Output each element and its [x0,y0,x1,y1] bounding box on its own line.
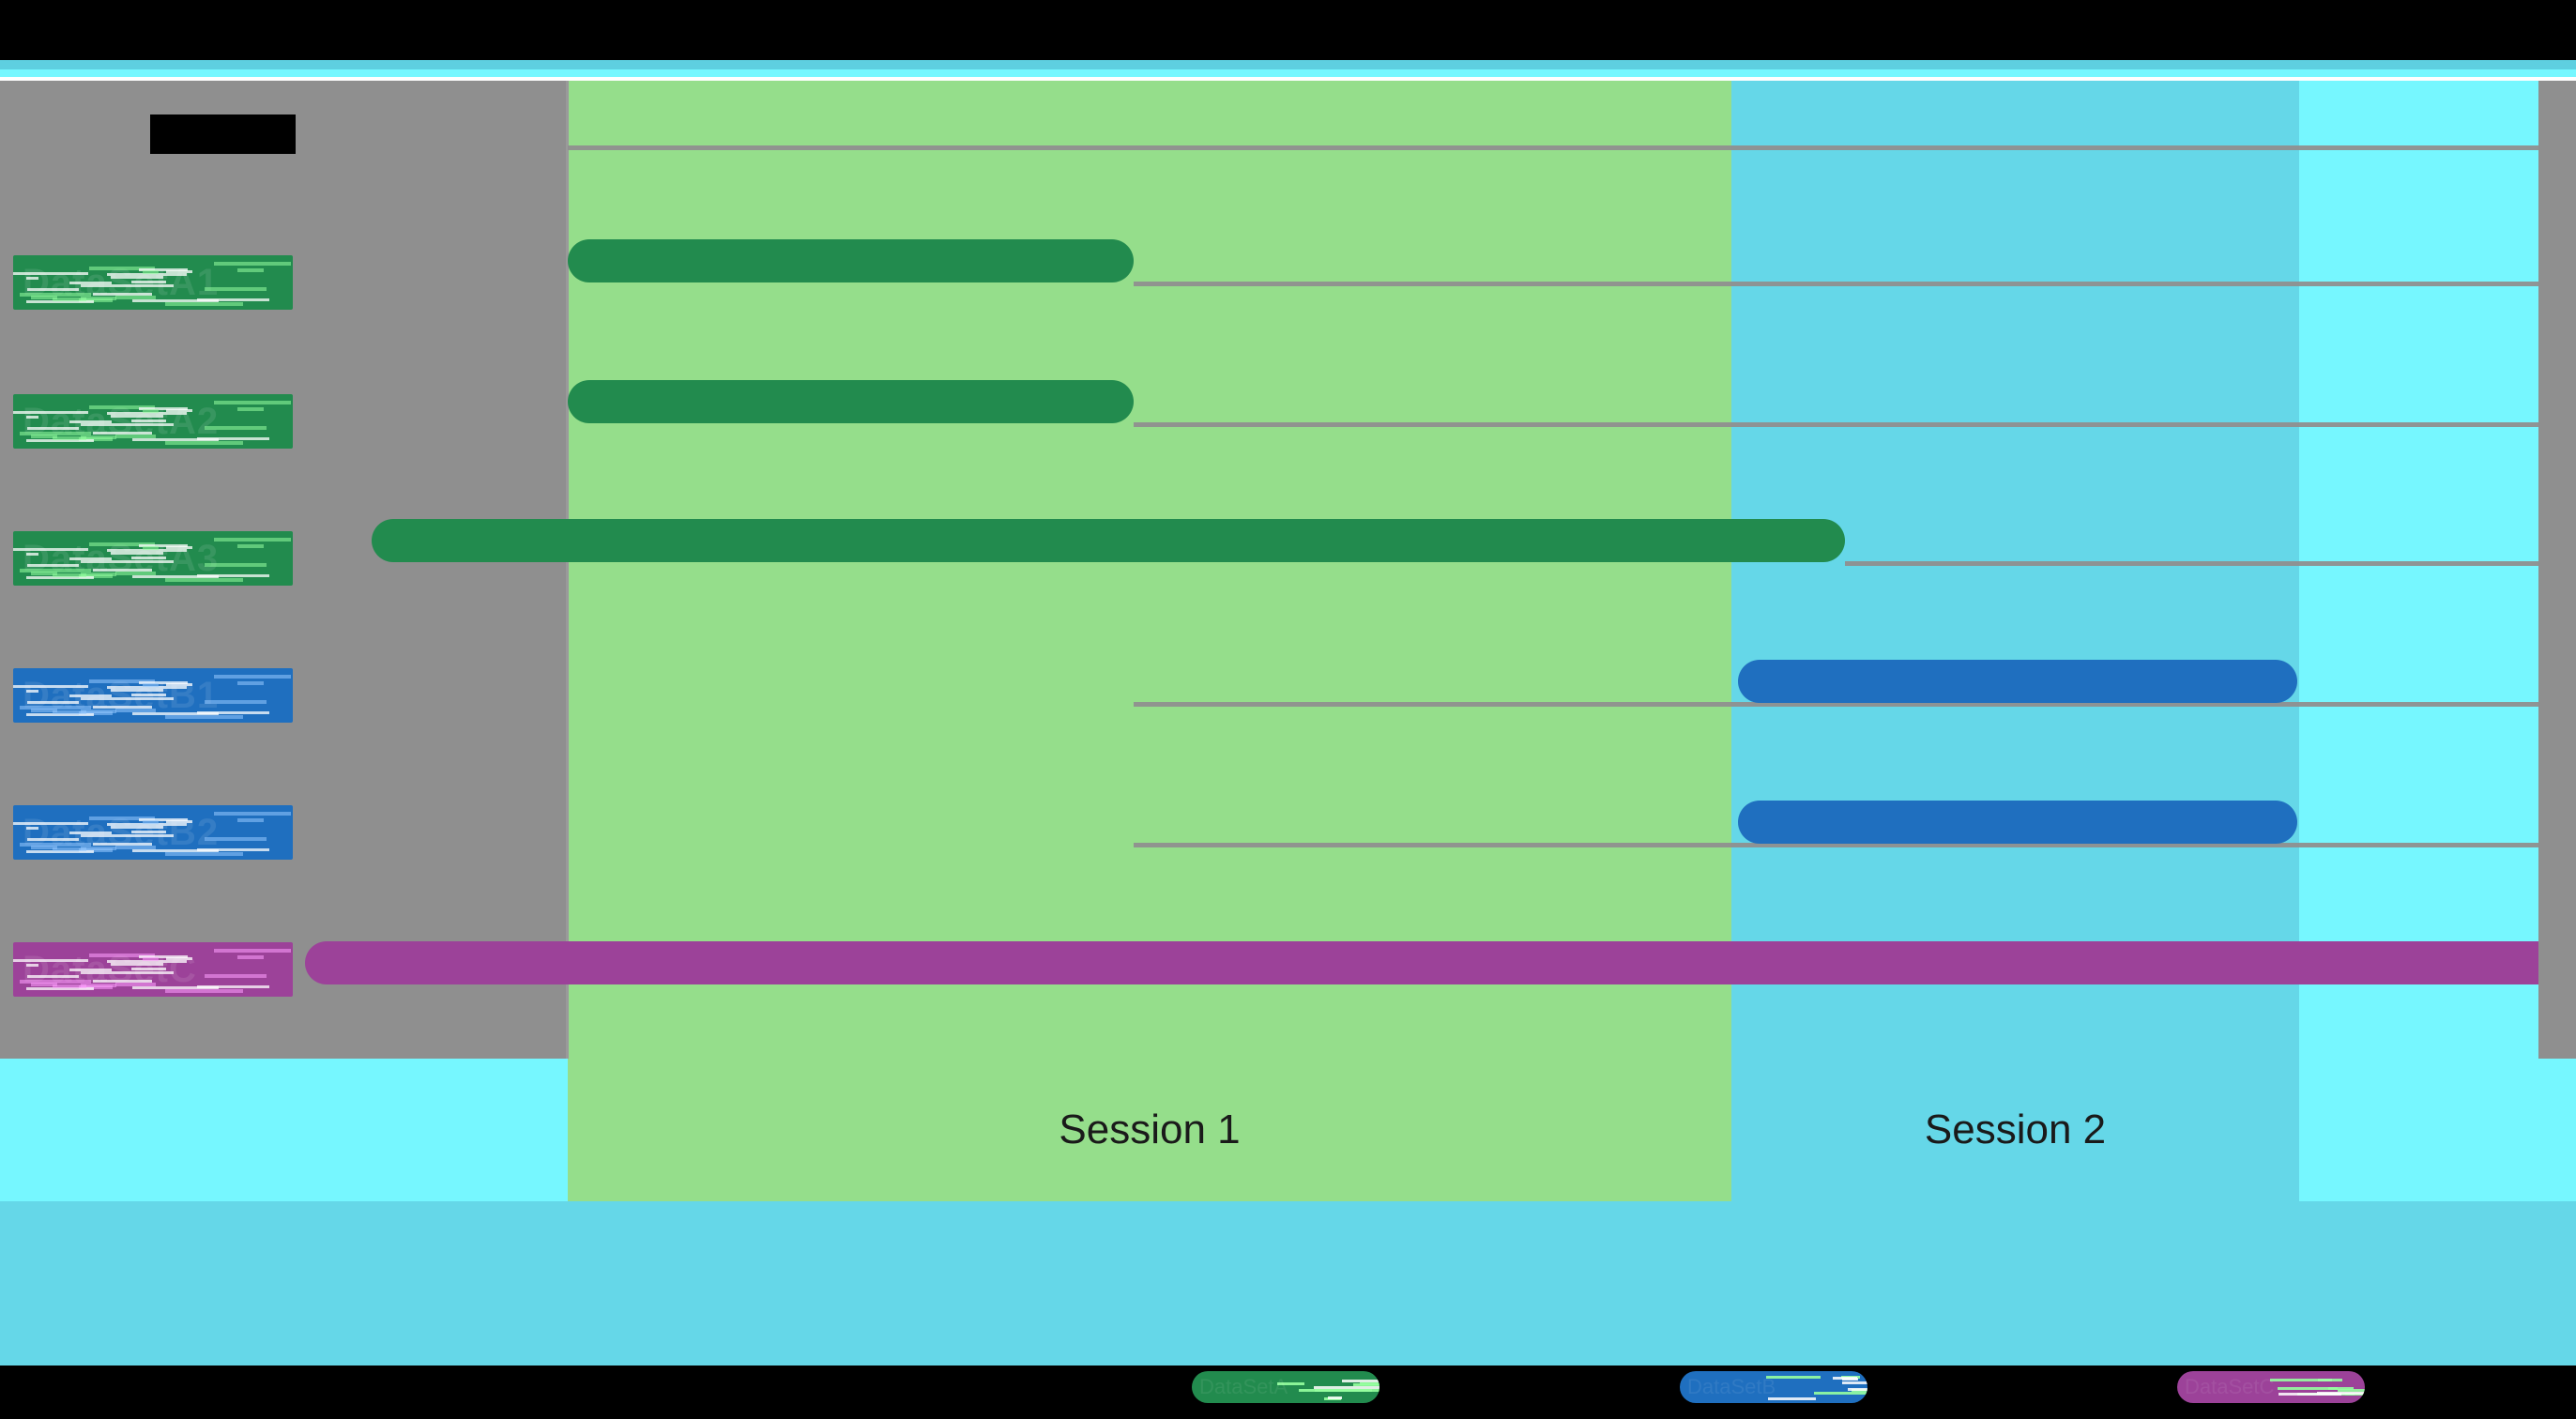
legend-label: DataSetA [1199,1375,1288,1398]
gantt-bar-dataseta2[interactable] [568,380,1134,423]
legend-swatch-datasetb[interactable]: DataSetB [1680,1371,1867,1403]
gantt-bar-dataseta1[interactable] [568,239,1134,282]
y-axis-label-dataseta3: DataSetA3 [13,531,293,586]
legend-label: DataSetB [1687,1375,1776,1398]
gridline-1 [1134,282,2538,286]
y-axis-label-datasetb1: DataSetB1 [13,668,293,723]
legend-swatch-dataseta[interactable]: DataSetA [1192,1371,1379,1403]
y-axis-label-datasetb2: DataSetB2 [13,805,293,860]
chart-legend: DataSetA DataSetB DataSetC [0,1366,2576,1419]
top-rule-bright-cyan [0,69,2576,77]
gantt-bar-datasetc[interactable] [305,941,2576,984]
gridline-5 [1134,843,2538,847]
session-2-caption: Session 2 [1731,1059,2299,1201]
legend-label: DataSetC [2185,1375,2275,1398]
session-band-3 [2299,81,2538,1059]
top-rule-white [0,77,2576,81]
gridline-2 [1134,422,2538,427]
session-1-caption: Session 1 [568,1059,1731,1201]
legend-swatch-datasetc[interactable]: DataSetC [2177,1371,2365,1403]
session-caption-strip: Session 1 Session 2 [0,1059,2576,1201]
y-axis-label-dataseta2: DataSetA2 [13,394,293,449]
session-band-2 [1731,81,2299,1059]
gridline-4 [1134,702,2538,707]
gridline-3 [1845,561,2538,566]
y-axis-label-dataseta1: DataSetA1 [13,255,293,310]
gantt-bar-dataseta3[interactable] [372,519,1845,562]
gridline-0 [568,145,2538,150]
gantt-bar-datasetb1[interactable] [1738,660,2297,703]
y-axis-label-datasetc: DataSetC [13,942,293,997]
axis-column-divider [566,81,569,1059]
gantt-bar-datasetb2[interactable] [1738,801,2297,844]
trailing-band-caption [2299,1059,2538,1201]
footer-band [0,1201,2576,1368]
right-gutter [2538,81,2576,1059]
top-rule-cyan [0,60,2576,69]
header-redaction-box [150,114,296,154]
session-band-1 [568,81,1731,1059]
